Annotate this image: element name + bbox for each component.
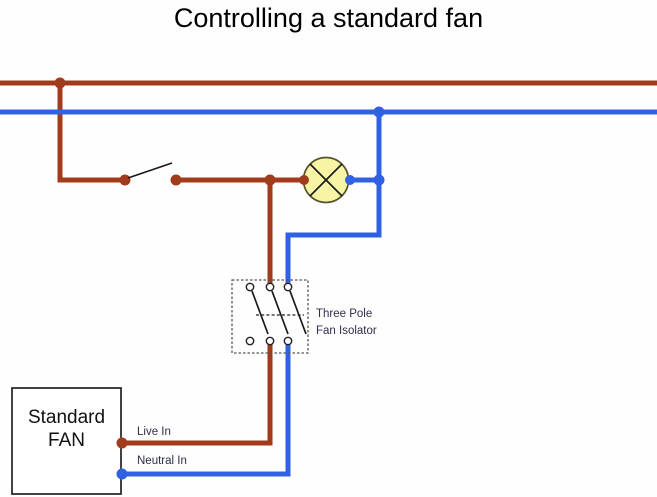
neutral-bus-junction-dot bbox=[373, 106, 385, 118]
live-drop-to-switch-wire bbox=[57, 83, 125, 183]
switch-lever bbox=[127, 162, 173, 179]
live-bus-junction-dot bbox=[54, 77, 66, 89]
live-in-label: Live In bbox=[137, 426, 171, 438]
fan-label: Standard FAN bbox=[12, 406, 121, 452]
fan-live-terminal-dot bbox=[116, 437, 128, 449]
switch-terminal-left-dot bbox=[119, 174, 131, 186]
isolator-to-fan-neutral-wire bbox=[124, 344, 291, 477]
fan-neutral-terminal-dot bbox=[116, 468, 128, 480]
isolator-blade-1 bbox=[251, 290, 269, 335]
fan-box bbox=[11, 387, 122, 495]
neutral-branch-junction-dot bbox=[373, 174, 385, 186]
isolator-blade-2 bbox=[271, 290, 289, 335]
isolator-box bbox=[231, 279, 309, 354]
isolator-bottom-terminal-2 bbox=[265, 336, 275, 346]
isolator-bottom-terminal-3 bbox=[283, 336, 293, 346]
live-branch-junction-dot bbox=[264, 174, 276, 186]
neutral-in-label: Neutral In bbox=[137, 455, 187, 467]
lamp-cross-line-2 bbox=[309, 163, 343, 197]
neutral-drop-to-isolator-wire bbox=[285, 112, 382, 284]
lamp-live-terminal-dot bbox=[299, 175, 309, 185]
fan-label-line1: Standard bbox=[27, 407, 106, 428]
isolator-top-terminal-3 bbox=[283, 282, 293, 292]
isolator-label-line1: Three Pole bbox=[316, 308, 373, 320]
isolator-blade-3 bbox=[289, 290, 307, 335]
isolator-label: Three Pole Fan Isolator bbox=[316, 306, 377, 340]
page-title: Controlling a standard fan bbox=[173, 3, 484, 33]
isolator-bottom-terminal-1 bbox=[245, 336, 255, 346]
isolator-to-fan-live-wire bbox=[124, 344, 273, 446]
switch-terminal-right-dot bbox=[170, 174, 182, 186]
isolator-top-terminal-1 bbox=[245, 282, 255, 292]
lamp-neutral-terminal-dot bbox=[345, 175, 355, 185]
isolator-top-terminal-2 bbox=[265, 282, 275, 292]
fan-label-line2: FAN bbox=[48, 430, 85, 451]
isolator-label-line2: Fan Isolator bbox=[316, 325, 377, 337]
